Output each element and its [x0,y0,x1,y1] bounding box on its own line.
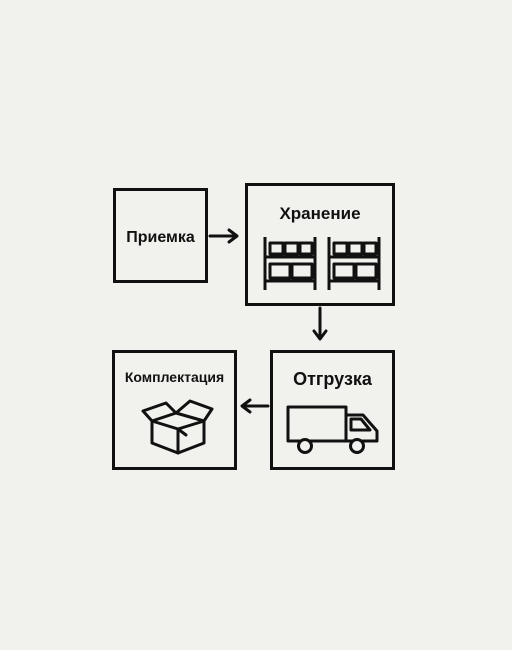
warehouse-shelving-icon [263,237,381,290]
open-box-icon [141,399,214,455]
node-storage-label: Хранение [279,204,361,223]
node-receiving-label: Приемка [126,229,195,246]
node-receiving: Приемка [113,188,208,283]
node-storage: Хранение [245,183,395,306]
delivery-truck-icon [286,405,379,454]
arrow-storage-to-shipping [312,306,328,341]
arrow-receiving-to-storage [208,228,239,244]
node-picking-label: Комплектация [124,369,225,385]
arrow-shipping-to-picking [240,398,270,414]
node-shipping: Отгрузка [270,350,395,470]
node-shipping-label: Отгрузка [293,369,372,389]
node-picking: Комплектация [112,350,237,470]
